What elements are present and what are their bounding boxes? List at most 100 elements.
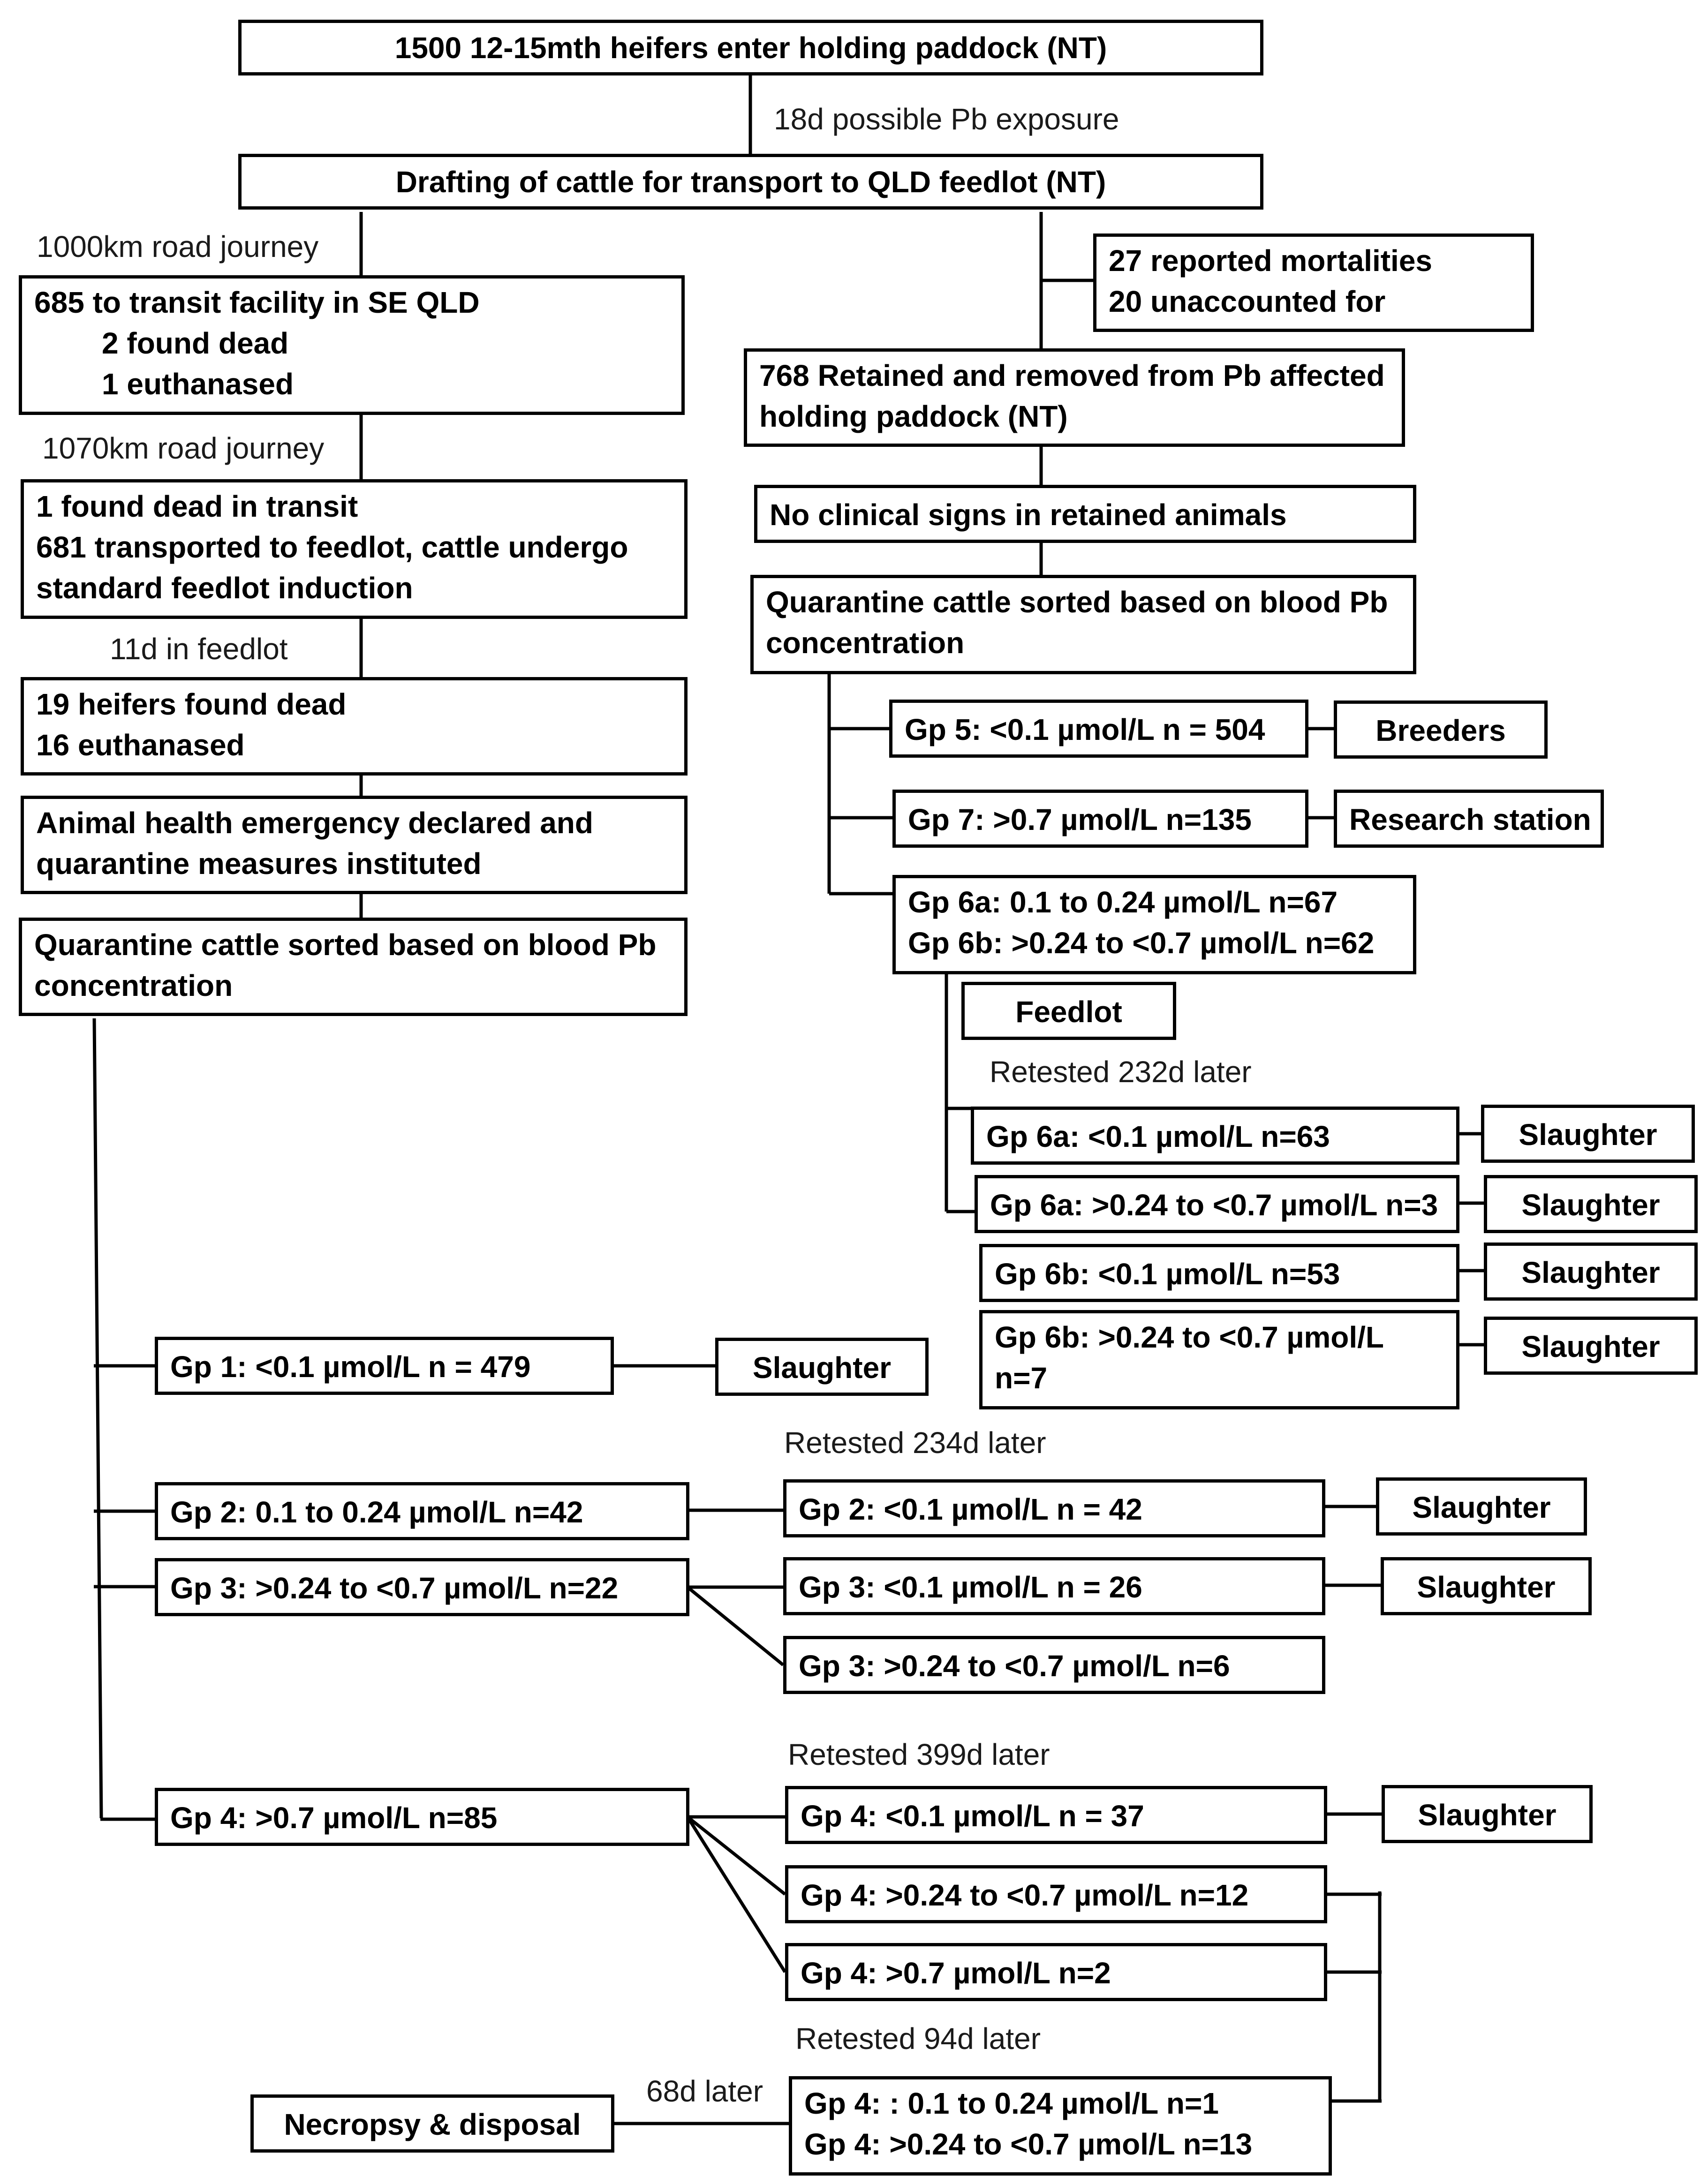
transit-text-1: 685 to transit facility in SE QLD: [34, 286, 480, 319]
slaughter-text-3: Slaughter: [1521, 1256, 1660, 1289]
feedlot-text: Feedlot: [1015, 995, 1122, 1029]
gp4-mid-box: Gp 4: >0.24 to <0.7 µmol/L n=12: [785, 1865, 1327, 1923]
gp4-high-text: Gp 4: >0.7 µmol/L n=2: [801, 1956, 1111, 1990]
transported-text-2: 681 transported to feedlot, cattle under…: [36, 530, 628, 564]
necropsy-box: Necropsy & disposal: [250, 2094, 614, 2153]
feedlot-box: Feedlot: [961, 982, 1176, 1040]
transit-box: 685 to transit facility in SE QLD 2 foun…: [19, 275, 685, 415]
breeders-text: Breeders: [1375, 714, 1506, 747]
gp6-box: Gp 6a: 0.1 to 0.24 µmol/L n=67 Gp 6b: >0…: [892, 875, 1416, 974]
no-signs-text: No clinical signs in retained animals: [770, 498, 1287, 532]
slaughter-text-4: Slaughter: [1521, 1330, 1660, 1363]
emergency-text-2: quarantine measures instituted: [36, 847, 482, 881]
label-later-68: 68d later: [646, 2074, 763, 2108]
no-signs-box: No clinical signs in retained animals: [754, 485, 1416, 543]
retained-text-1: 768 Retained and removed from Pb affecte…: [759, 359, 1385, 392]
gp4-final-box: Gp 4: : 0.1 to 0.24 µmol/L n=1 Gp 4: >0.…: [789, 2076, 1332, 2176]
connector-left-trunk: [92, 1018, 103, 1819]
connector-gp4-mid: [686, 1815, 786, 1896]
gp6b-mid-box: Gp 6b: >0.24 to <0.7 µmol/L n=7: [979, 1310, 1459, 1409]
gp4-high-box: Gp 4: >0.7 µmol/L n=2: [785, 1943, 1327, 2001]
retained-text-2: holding paddock (NT): [759, 399, 1068, 433]
gp6a-mid-box: Gp 6a: >0.24 to <0.7 µmol/L n=3: [975, 1175, 1459, 1233]
gp2-low-box: Gp 2: <0.1 µmol/L n = 42: [783, 1479, 1325, 1537]
slaughter-text-2: Slaughter: [1521, 1188, 1660, 1222]
gp4-mid-text: Gp 4: >0.24 to <0.7 µmol/L n=12: [801, 1878, 1249, 1912]
dead-feedlot-text-1: 19 heifers found dead: [36, 687, 347, 721]
label-retest-399: Retested 399d later: [788, 1738, 1050, 1771]
connector-gp4-high: [686, 1816, 786, 1973]
label-retest-232: Retested 232d later: [990, 1055, 1252, 1089]
transit-text-2: 2 found dead: [102, 326, 289, 360]
gp3-box: Gp 3: >0.24 to <0.7 µmol/L n=22: [155, 1558, 689, 1616]
slaughter-box-3: Slaughter: [1484, 1243, 1698, 1301]
slaughter-box-5: Slaughter: [715, 1338, 929, 1396]
gp4-low-box: Gp 4: <0.1 µmol/L n = 37: [785, 1786, 1327, 1844]
slaughter-text-6: Slaughter: [1412, 1491, 1551, 1524]
slaughter-box-6: Slaughter: [1376, 1477, 1587, 1536]
gp4-text: Gp 4: >0.7 µmol/L n=85: [170, 1801, 498, 1835]
slaughter-text-8: Slaughter: [1418, 1798, 1557, 1832]
slaughter-box-8: Slaughter: [1382, 1785, 1593, 1843]
label-retest-94: Retested 94d later: [795, 2022, 1041, 2056]
mortalities-text-2: 20 unaccounted for: [1109, 285, 1386, 318]
connector-gp3-mid: [686, 1586, 785, 1666]
quarantine-right-box: Quarantine cattle sorted based on blood …: [750, 575, 1416, 674]
drafting-box: Drafting of cattle for transport to QLD …: [238, 154, 1263, 210]
gp6-text-1: Gp 6a: 0.1 to 0.24 µmol/L n=67: [908, 885, 1338, 919]
gp6b-low-text: Gp 6b: <0.1 µmol/L n=53: [995, 1257, 1340, 1291]
label-road-1000: 1000km road journey: [37, 230, 319, 264]
gp2-low-text: Gp 2: <0.1 µmol/L n = 42: [799, 1492, 1142, 1526]
quarantine-right-text-2: concentration: [766, 626, 965, 660]
retained-box: 768 Retained and removed from Pb affecte…: [744, 348, 1405, 447]
slaughter-box-2: Slaughter: [1484, 1175, 1698, 1233]
transported-text-1: 1 found dead in transit: [36, 490, 358, 523]
gp5-text: Gp 5: <0.1 µmol/L n = 504: [905, 713, 1265, 746]
research-box: Research station: [1334, 790, 1604, 848]
gp6b-mid-text-1: Gp 6b: >0.24 to <0.7 µmol/L: [995, 1320, 1384, 1354]
emergency-text-1: Animal health emergency declared and: [36, 806, 593, 840]
gp6a-low-box: Gp 6a: <0.1 µmol/L n=63: [971, 1107, 1459, 1165]
quarantine-left-box: Quarantine cattle sorted based on blood …: [19, 918, 688, 1016]
transported-box: 1 found dead in transit 681 transported …: [21, 479, 688, 619]
necropsy-text: Necropsy & disposal: [284, 2108, 581, 2141]
slaughter-box-7: Slaughter: [1381, 1557, 1592, 1615]
label-retest-234: Retested 234d later: [784, 1426, 1046, 1460]
drafting-text: Drafting of cattle for transport to QLD …: [395, 165, 1106, 199]
dead-feedlot-text-2: 16 euthanased: [36, 728, 245, 762]
quarantine-right-text-1: Quarantine cattle sorted based on blood …: [766, 585, 1388, 619]
gp3-mid-text: Gp 3: >0.24 to <0.7 µmol/L n=6: [799, 1649, 1230, 1683]
gp7-text: Gp 7: >0.7 µmol/L n=135: [908, 803, 1252, 836]
label-exposure: 18d possible Pb exposure: [774, 102, 1119, 136]
slaughter-text-7: Slaughter: [1417, 1570, 1556, 1604]
slaughter-text-5: Slaughter: [752, 1351, 892, 1385]
gp3-low-box: Gp 3: <0.1 µmol/L n = 26: [783, 1557, 1325, 1615]
gp2-box: Gp 2: 0.1 to 0.24 µmol/L n=42: [155, 1482, 689, 1540]
transported-text-3: standard feedlot induction: [36, 571, 413, 605]
label-feedlot-11d: 11d in feedlot: [110, 632, 288, 666]
gp4-box: Gp 4: >0.7 µmol/L n=85: [155, 1788, 689, 1846]
slaughter-text-1: Slaughter: [1519, 1118, 1657, 1152]
gp3-low-text: Gp 3: <0.1 µmol/L n = 26: [799, 1570, 1142, 1604]
gp1-text: Gp 1: <0.1 µmol/L n = 479: [170, 1350, 531, 1384]
gp4-low-text: Gp 4: <0.1 µmol/L n = 37: [801, 1799, 1144, 1833]
gp6a-mid-text: Gp 6a: >0.24 to <0.7 µmol/L n=3: [990, 1188, 1438, 1222]
dead-feedlot-box: 19 heifers found dead 16 euthanased: [21, 677, 688, 776]
quarantine-left-text-1: Quarantine cattle sorted based on blood …: [34, 928, 657, 962]
slaughter-box-1: Slaughter: [1481, 1105, 1695, 1163]
gp6a-low-text: Gp 6a: <0.1 µmol/L n=63: [986, 1120, 1330, 1153]
start-box: 1500 12-15mth heifers enter holding padd…: [238, 20, 1263, 75]
label-road-1070: 1070km road journey: [42, 431, 325, 465]
gp1-box: Gp 1: <0.1 µmol/L n = 479: [155, 1337, 614, 1395]
quarantine-left-text-2: concentration: [34, 969, 233, 1002]
gp5-box: Gp 5: <0.1 µmol/L n = 504: [889, 700, 1308, 758]
gp2-text: Gp 2: 0.1 to 0.24 µmol/L n=42: [170, 1495, 583, 1529]
breeders-box: Breeders: [1334, 700, 1548, 759]
mortalities-box: 27 reported mortalities 20 unaccounted f…: [1093, 233, 1534, 332]
gp3-text: Gp 3: >0.24 to <0.7 µmol/L n=22: [170, 1571, 619, 1605]
gp7-box: Gp 7: >0.7 µmol/L n=135: [892, 790, 1308, 848]
gp6b-mid-text-2: n=7: [995, 1361, 1048, 1395]
gp4-final-text-1: Gp 4: : 0.1 to 0.24 µmol/L n=1: [804, 2086, 1219, 2120]
emergency-box: Animal health emergency declared and qua…: [21, 796, 688, 894]
